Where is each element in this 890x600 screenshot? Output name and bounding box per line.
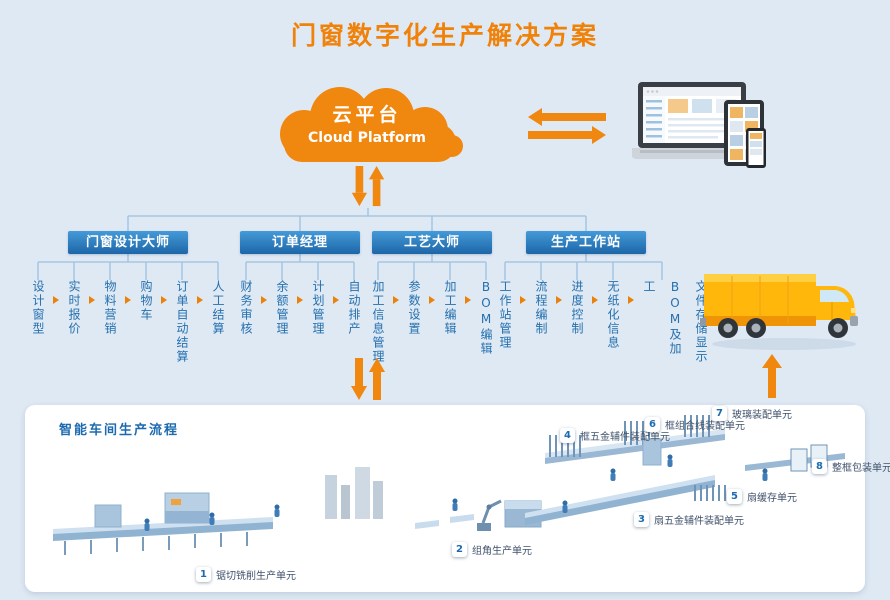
feature-label: 购物车 bbox=[139, 280, 153, 322]
cloud-title: 云平台 bbox=[332, 104, 402, 126]
station-number: 5 bbox=[727, 489, 742, 504]
station-label: 玻璃装配单元 bbox=[732, 410, 792, 421]
flow-arrow-icon bbox=[87, 280, 97, 368]
station-7: 7 玻璃装配单元 bbox=[712, 406, 792, 421]
flow-arrow-icon bbox=[626, 280, 636, 368]
cloud-icon bbox=[280, 87, 463, 162]
module-items-order-manager: 财务审核 余额管理 计划管理 自动排产 bbox=[233, 280, 367, 368]
feature-label: 物料营销 bbox=[103, 280, 117, 336]
module-items-craft-master: 加工信息管理 参数设置 加工编辑 BOM编辑 bbox=[365, 280, 499, 368]
module-box-workstation: 生产工作站 bbox=[526, 231, 646, 254]
station-label: 锯切铣削生产单元 bbox=[216, 571, 296, 582]
up-arrow-truck-icon bbox=[762, 354, 782, 398]
station-1: 1 锯切铣削生产单元 bbox=[196, 567, 296, 582]
station-number: 8 bbox=[812, 459, 827, 474]
feature-label: 参数设置 bbox=[407, 280, 421, 336]
flow-arrow-icon bbox=[195, 280, 205, 368]
flow-arrow-icon bbox=[51, 280, 61, 368]
module-box-craft-master: 工艺大师 bbox=[372, 231, 492, 254]
flow-arrow-icon bbox=[331, 280, 341, 368]
station-number: 3 bbox=[634, 512, 649, 527]
station-number: 7 bbox=[712, 406, 727, 421]
workshop-panel: 智能车间生产流程 bbox=[25, 405, 890, 592]
devices-illustration bbox=[632, 82, 766, 168]
station-label: 框五金辅件装配单元 bbox=[580, 432, 670, 443]
feature-label: 设计窗型 bbox=[31, 280, 45, 336]
truck-illustration bbox=[700, 274, 858, 350]
station-label: 框组合线装配单元 bbox=[665, 421, 745, 432]
updown-arrows-bottom-icon bbox=[351, 358, 385, 400]
flow-arrow-icon bbox=[518, 280, 528, 368]
station-label: 扇缓存单元 bbox=[747, 493, 797, 504]
flow-arrow-icon bbox=[590, 280, 600, 368]
station-8: 8 整框包装单元 bbox=[812, 459, 890, 474]
flow-arrow-icon bbox=[391, 280, 401, 368]
module-box-window-designer: 门窗设计大师 bbox=[68, 231, 188, 254]
module-items-window-designer: 设计窗型 实时报价 物料营销 购物车 订单自动结算 人工结算 bbox=[25, 280, 231, 368]
station-number: 2 bbox=[452, 542, 467, 557]
feature-label: 财务审核 bbox=[239, 280, 253, 336]
station-label: 组角生产单元 bbox=[472, 546, 532, 557]
cloud-subtitle: Cloud Platform bbox=[308, 130, 426, 146]
feature-label: 自动排产 bbox=[347, 280, 361, 336]
station-number: 4 bbox=[560, 428, 575, 443]
feature-label: 工作站管理 bbox=[498, 280, 512, 350]
feature-label: 人工结算 bbox=[211, 280, 225, 336]
module-items-workstation: 工作站管理 流程编制 进度控制 无纸化信息 文件存储显示BOM及加工 bbox=[492, 280, 714, 368]
feature-label: 加工信息管理 bbox=[371, 280, 385, 364]
station-3: 3 扇五金辅件装配单元 bbox=[634, 512, 744, 527]
cloud-platform: 云平台 Cloud Platform bbox=[262, 84, 472, 166]
updown-arrows-top-icon bbox=[351, 166, 385, 207]
flow-arrow-icon bbox=[554, 280, 564, 368]
flow-arrow-icon bbox=[123, 280, 133, 368]
station-6: 6 框组合线装配单元 bbox=[645, 417, 745, 432]
page-title: 门窗数字化生产解决方案 bbox=[290, 21, 599, 50]
feature-label: 订单自动结算 bbox=[175, 280, 189, 364]
feature-label: 余额管理 bbox=[275, 280, 289, 336]
feature-label: 进度控制 bbox=[570, 280, 584, 336]
flow-arrow-icon bbox=[427, 280, 437, 368]
station-label: 扇五金辅件装配单元 bbox=[654, 516, 744, 527]
feature-label: 实时报价 bbox=[67, 280, 81, 336]
feature-label: BOM编辑 bbox=[479, 280, 493, 356]
station-number: 1 bbox=[196, 567, 211, 582]
feature-label: 无纸化信息 bbox=[606, 280, 620, 350]
feature-label: 加工编辑 bbox=[443, 280, 457, 336]
station-5: 5 扇缓存单元 bbox=[727, 489, 797, 504]
station-2: 2 组角生产单元 bbox=[452, 542, 532, 557]
station-label: 整框包装单元 bbox=[832, 463, 890, 474]
station-4: 4 框五金辅件装配单元 bbox=[560, 428, 670, 443]
workshop-title: 智能车间生产流程 bbox=[59, 423, 180, 438]
module-box-order-manager: 订单经理 bbox=[240, 231, 360, 254]
station-number: 6 bbox=[645, 417, 660, 432]
flow-arrow-icon bbox=[295, 280, 305, 368]
sync-arrows-icon bbox=[528, 108, 606, 144]
flow-arrow-icon bbox=[463, 280, 473, 368]
feature-label: 计划管理 bbox=[311, 280, 325, 336]
flow-arrow-icon bbox=[159, 280, 169, 368]
feature-label: 流程编制 bbox=[534, 280, 548, 336]
flow-arrow-icon bbox=[259, 280, 269, 368]
